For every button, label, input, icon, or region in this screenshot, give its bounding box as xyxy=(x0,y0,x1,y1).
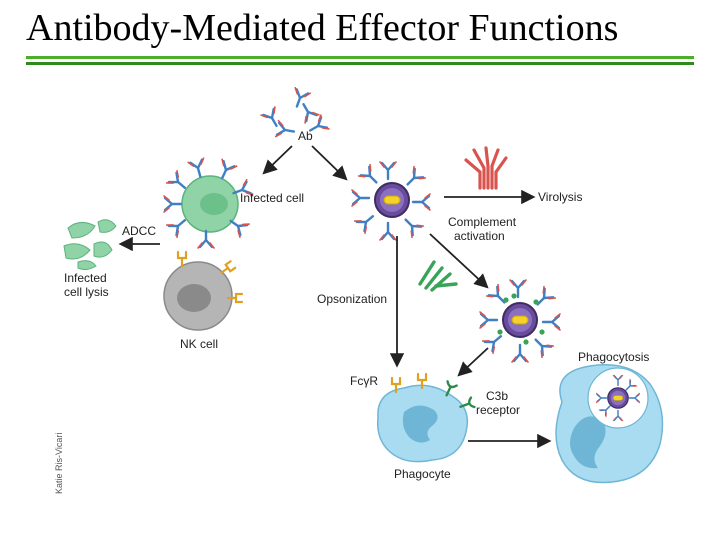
label-ab: Ab xyxy=(298,129,313,143)
arrow-ab-to-virion xyxy=(311,145,348,181)
arrow-complement-coating xyxy=(429,233,489,289)
lysed-cell-fragments xyxy=(63,219,117,271)
label-phagocytosis: Phagocytosis xyxy=(578,350,649,364)
complement-complex xyxy=(464,146,508,190)
label-infected-lysis-2: cell lysis xyxy=(64,285,109,299)
label-complement-2: activation xyxy=(454,229,505,243)
phagocyte xyxy=(376,372,476,463)
label-complement-1: Complement xyxy=(448,215,517,229)
phagocytosing-cell xyxy=(555,364,664,484)
label-credit: Katie Ris-Vicari xyxy=(54,433,64,494)
label-infected-lysis-1: Infected xyxy=(64,271,107,285)
antibody-coated-virion xyxy=(350,160,432,242)
arrow-virion-to-phagocyte xyxy=(457,347,489,377)
label-nk-cell: NK cell xyxy=(180,337,218,351)
label-opsonization: Opsonization xyxy=(317,292,387,306)
free-antibodies xyxy=(259,86,331,141)
title-rule-top xyxy=(26,56,694,59)
label-virolysis: Virolysis xyxy=(538,190,582,204)
label-fcgr: FcγR xyxy=(350,374,378,388)
nk-cell xyxy=(163,250,244,331)
infected-cell xyxy=(162,157,254,250)
slide-title: Antibody-Mediated Effector Functions xyxy=(26,7,619,49)
label-infected-cell: Infected cell xyxy=(240,191,304,205)
c3b-fragments xyxy=(418,260,458,292)
label-phagocyte: Phagocyte xyxy=(394,467,451,481)
arrow-ab-to-infected-cell xyxy=(262,145,293,175)
label-c3b-1: C3b xyxy=(486,389,508,403)
c3b-coated-virion xyxy=(478,278,562,364)
label-adcc: ADCC xyxy=(122,224,156,238)
label-c3b-2: receptor xyxy=(476,403,520,417)
title-rule-bottom xyxy=(26,62,694,65)
